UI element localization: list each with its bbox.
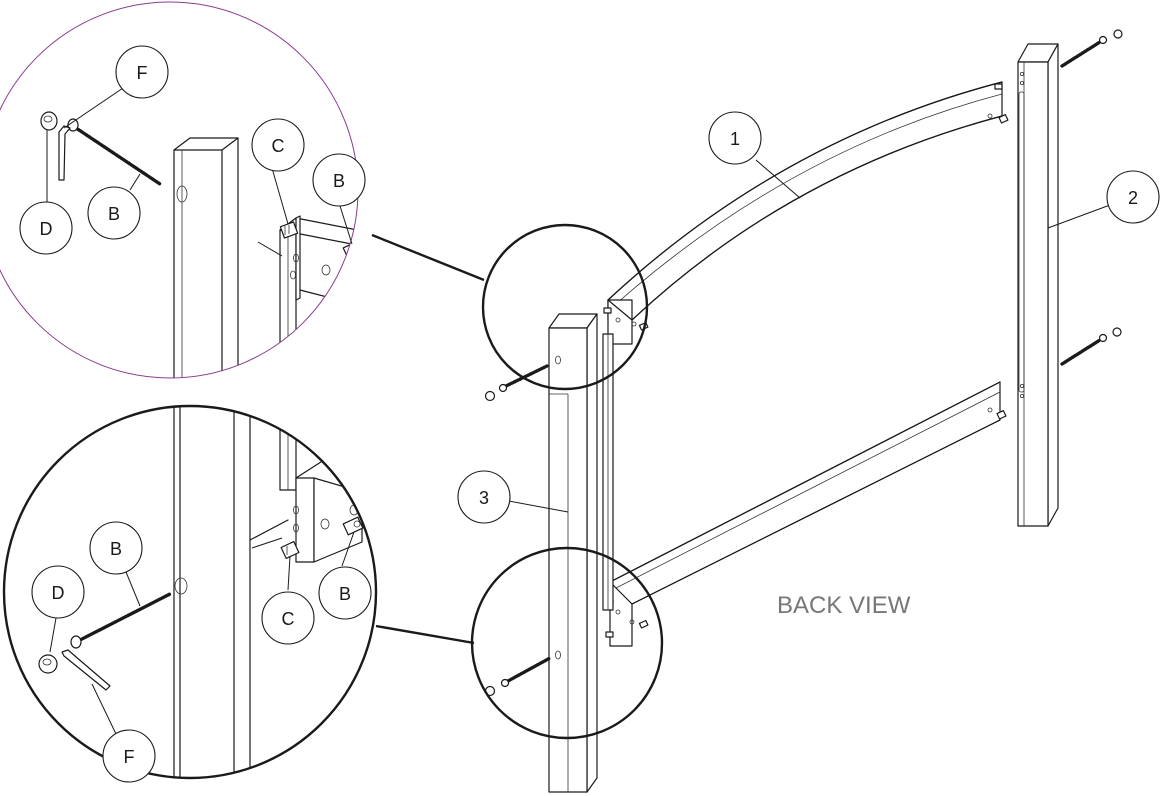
callout-f-top: F [115,45,169,99]
svg-text:D: D [52,583,65,603]
svg-text:B: B [108,204,120,224]
callout-d-top: D [19,201,73,255]
top-rail-right-dowels [987,83,1009,124]
bottom-detail: B D F C B [2,404,378,783]
callout-b-bolt-top: B [87,186,141,240]
svg-text:C: C [272,136,285,156]
top-rail [603,81,1009,345]
svg-text:D: D [40,219,53,239]
svg-text:3: 3 [479,488,489,508]
svg-text:F: F [137,63,148,83]
svg-text:B: B [339,584,351,604]
svg-text:C: C [282,609,295,629]
right-post [1017,43,1059,527]
dowel-c [279,221,299,239]
zoom-circle-top [481,223,649,391]
callout-f-bottom: F [102,729,156,783]
left-post [548,313,598,793]
callout-d-bottom: D [31,565,85,619]
svg-text:B: B [110,539,122,559]
top-detail: F D B C B [0,1,366,379]
barrel-nut-bottom [342,516,364,536]
callout-b-barrel-top: B [312,153,366,207]
svg-text:2: 2 [1128,188,1138,208]
callout-part-2: 2 [1106,170,1160,224]
main-assembly [371,29,1123,793]
view-label: BACK VIEW [777,592,911,619]
svg-text:B: B [333,171,345,191]
dowel-c-bottom [280,541,300,559]
zoom-leader-top [371,233,485,282]
callout-b-bolt-bottom: B [89,521,143,575]
callout-part-3: 3 [457,470,511,524]
bottom-rail [605,381,1007,647]
main-bolts [484,29,1123,697]
callout-b-barrel-bottom: B [318,566,372,620]
left-channel [602,333,614,611]
svg-text:1: 1 [730,129,740,149]
callout-c-top: C [251,118,305,172]
zoom-leader-bottom [375,624,475,645]
part-callouts: 1 2 3 [457,111,1160,524]
callout-part-1: 1 [708,111,762,165]
svg-text:F: F [124,747,135,767]
callout-c-bottom: C [261,591,315,645]
